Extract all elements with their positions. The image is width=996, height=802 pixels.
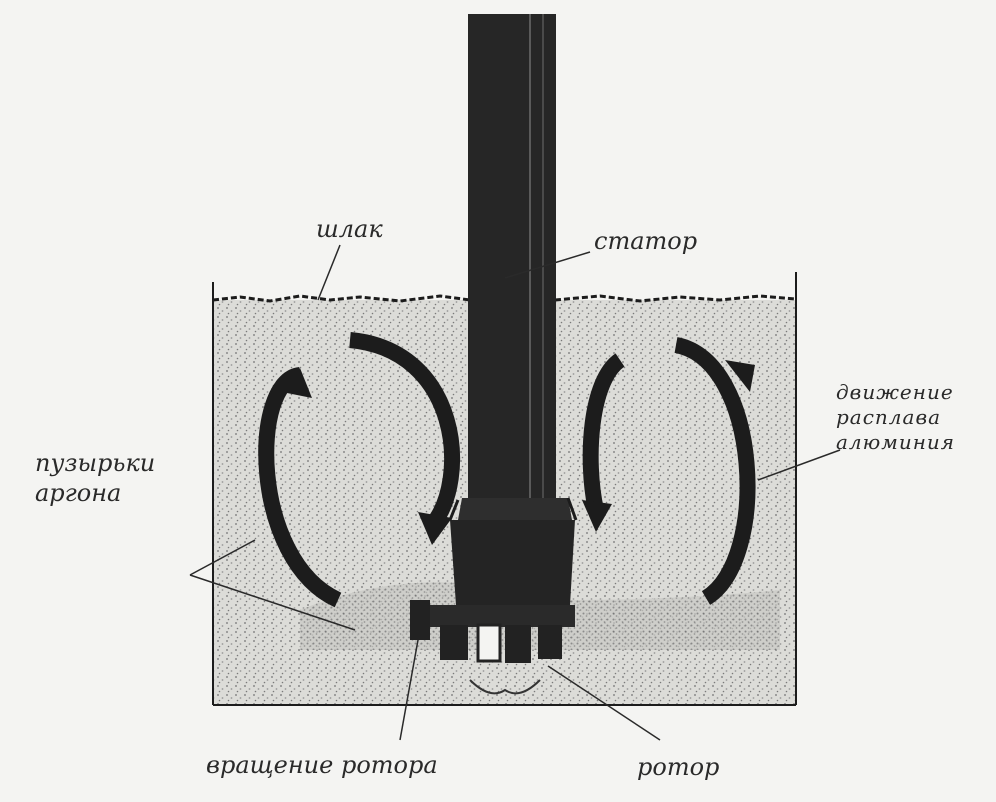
label-melt-flow-line-1: движение bbox=[836, 380, 954, 404]
label-melt-flow-line-2: расплава bbox=[836, 405, 942, 429]
leader-slag bbox=[317, 244, 341, 301]
stator bbox=[448, 14, 578, 605]
left-flow-arrow-up bbox=[258, 367, 342, 608]
stator-edge bbox=[448, 497, 578, 521]
stator-shaft bbox=[468, 14, 556, 499]
leader-rotor-rotation bbox=[399, 639, 419, 741]
leader-rotor bbox=[547, 665, 661, 741]
rotor-wake bbox=[469, 679, 541, 695]
rotor-blade bbox=[410, 600, 430, 640]
leader-bubbles-2 bbox=[189, 574, 356, 631]
right-flow-arrow bbox=[673, 337, 756, 605]
label-argon-bubbles-line-1: пузырьки bbox=[35, 449, 156, 477]
label-stator: статор bbox=[594, 227, 698, 255]
label-argon-bubbles: пузырьки аргона bbox=[35, 448, 155, 508]
left-flow-arrowhead-down bbox=[418, 512, 452, 545]
label-rotor-rotation: вращение ротора bbox=[206, 751, 438, 779]
leader-melt-flow bbox=[757, 449, 841, 481]
label-melt-flow: движение расплава алюминия bbox=[836, 380, 955, 455]
leader-stator bbox=[504, 251, 591, 279]
rotor bbox=[410, 600, 575, 695]
rotor-blade bbox=[538, 625, 562, 659]
rotor-slot bbox=[476, 623, 502, 663]
flow-arrows bbox=[258, 332, 756, 608]
stator-collar bbox=[458, 498, 572, 520]
label-melt-flow-line-3: алюминия bbox=[836, 430, 956, 454]
label-rotor: ротор bbox=[637, 753, 720, 781]
left-flow-arrow-down bbox=[349, 332, 461, 531]
leader-bubbles-1 bbox=[189, 539, 256, 576]
rotor-blade bbox=[505, 625, 531, 663]
label-slag: шлак bbox=[316, 215, 383, 243]
stator-skirt bbox=[450, 520, 575, 605]
leader-lines bbox=[189, 244, 841, 741]
right-flow-arrowhead-down bbox=[582, 500, 612, 532]
left-flow-arrowhead-up bbox=[282, 368, 312, 398]
right-flow-arrowhead bbox=[725, 360, 755, 392]
rotor-disc bbox=[415, 605, 575, 627]
slag-layer bbox=[212, 294, 797, 303]
label-argon-bubbles-line-2: аргона bbox=[35, 479, 122, 507]
right-flow-arrow-down bbox=[582, 353, 626, 512]
rotor-blade bbox=[440, 625, 468, 660]
